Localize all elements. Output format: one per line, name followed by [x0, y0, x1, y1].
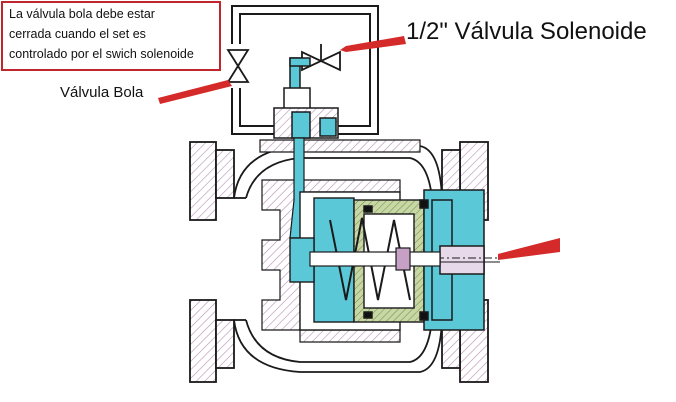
pilot-fitting: [273, 87, 339, 139]
main-piston: [363, 189, 500, 331]
inlet-flange: [189, 141, 235, 383]
valve-stem: [309, 247, 441, 271]
note-line-3: controlado por el swich solenoide: [9, 47, 194, 61]
note-box: La válvula bola debe estar cerrada cuand…: [1, 1, 221, 71]
solenoid-arrow: [340, 36, 406, 52]
annotation-arrows: [158, 36, 560, 260]
solenoid-label: 1/2" Válvula Solenoide: [406, 18, 647, 45]
ball-valve-label: Válvula Bola: [60, 84, 144, 101]
note-line-1: La válvula bola debe estar: [9, 7, 155, 21]
flow-direction-arrow: [498, 238, 560, 260]
note-line-2: cerrada cuando el set es: [9, 27, 146, 41]
ball-valve-arrow: [158, 80, 232, 104]
ball-valve-symbol: [226, 44, 250, 88]
